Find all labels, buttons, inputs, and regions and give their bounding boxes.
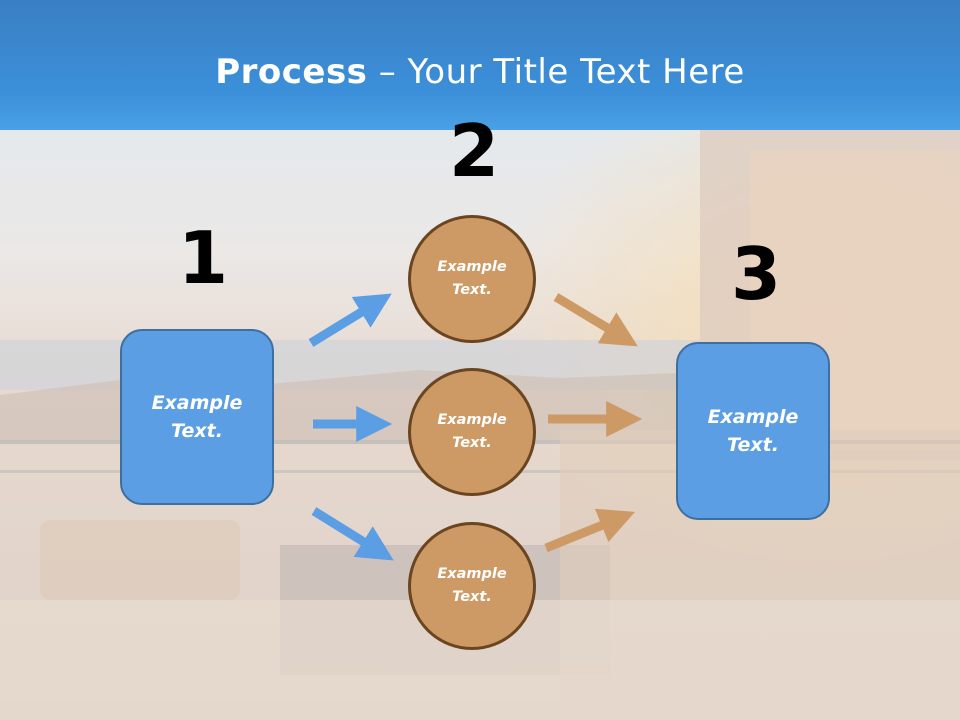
step-number-1: 1 [178, 216, 229, 300]
circle-middle-label: Example Text. [437, 411, 507, 451]
slide-title: Process – Your Title Text Here [0, 52, 960, 92]
step-number-3: 3 [731, 232, 782, 316]
arrow-blue-up [308, 293, 392, 347]
step-1-label: Example Text. [151, 391, 243, 443]
title-banner [0, 0, 960, 130]
arrow-orange-down [544, 508, 636, 553]
arrow-orange-up [553, 293, 638, 347]
circle-top-label: Example Text. [437, 258, 507, 298]
step-3-label: Example Text. [707, 405, 799, 457]
arrow-blue-down [311, 507, 394, 561]
title-bold: Process [215, 52, 368, 92]
title-rest: – Your Title Text Here [367, 52, 745, 92]
step-1-box: Example Text. [120, 329, 274, 505]
step-2-circle-bottom: Example Text. [408, 522, 536, 650]
step-number-2: 2 [449, 109, 500, 193]
step-2-circle-middle: Example Text. [408, 368, 536, 496]
step-3-box: Example Text. [676, 342, 830, 520]
step-2-circle-top: Example Text. [408, 215, 536, 343]
circle-bottom-label: Example Text. [437, 565, 507, 605]
